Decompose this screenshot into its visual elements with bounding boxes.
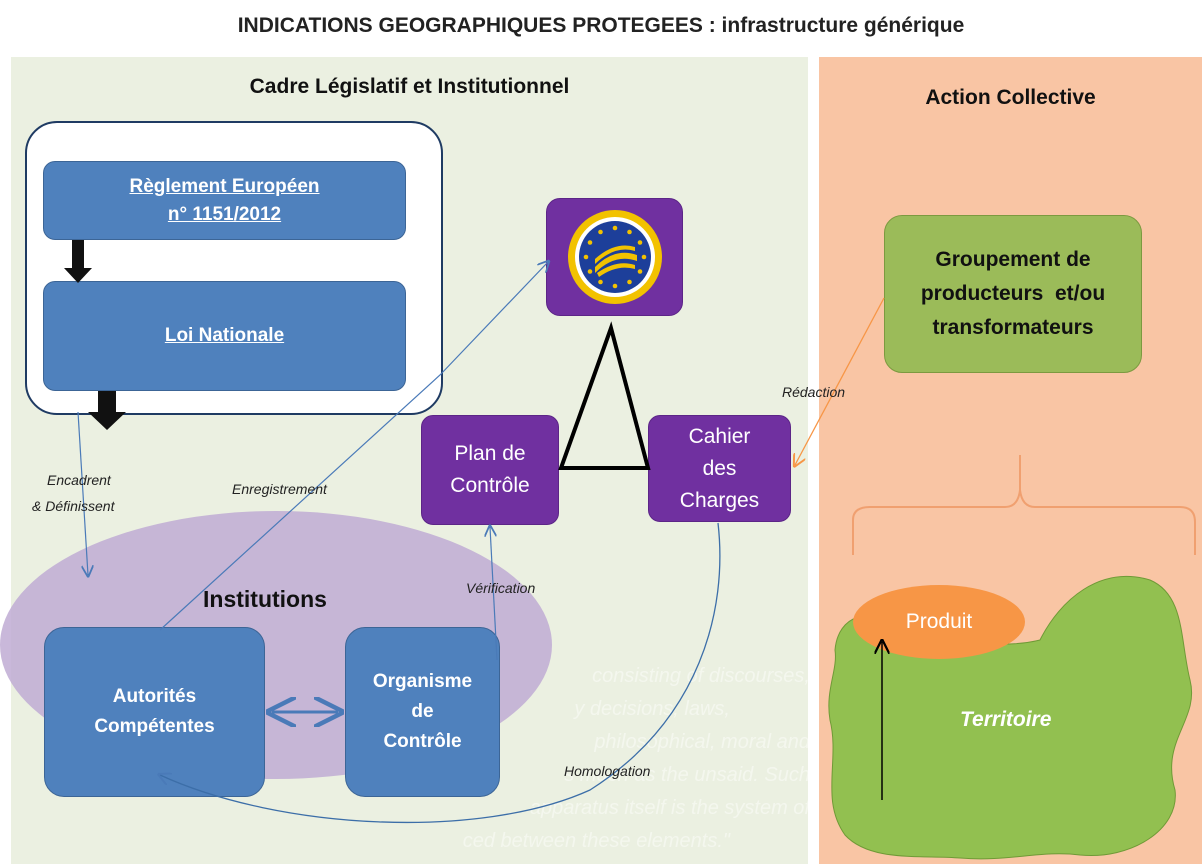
- institutions-label: Institutions: [203, 586, 327, 612]
- plan-line2: Contrôle: [450, 474, 530, 497]
- ghost-line-6: ced between these elements.": [462, 830, 730, 852]
- reglement-number: n° 1151/2012: [167, 203, 282, 225]
- verification-label: Vérification: [466, 580, 536, 596]
- encadrent-line1: Encadrent: [47, 472, 111, 488]
- arrow-encadrent: [77, 411, 88, 575]
- autorites-line2: Compétentes: [94, 716, 215, 737]
- loi-nationale-label: Loi Nationale: [164, 325, 285, 346]
- autorites-competentes-box: Autorités Compétentes: [44, 627, 265, 797]
- groupement-producteurs-box: Groupement de producteurs et/ou transfor…: [884, 215, 1142, 373]
- arrow-loi-down: [88, 391, 126, 430]
- plan-line1: Plan de: [454, 442, 526, 465]
- homologation-label: Homologation: [564, 763, 651, 779]
- control-triangle: [558, 321, 651, 470]
- produit-ellipse: [853, 585, 1025, 659]
- background-quote-text: consisting of discourses, y decisions, l…: [30, 660, 810, 858]
- produit-label: Produit: [905, 610, 973, 633]
- organisme-line3: Contrôle: [383, 731, 462, 752]
- organisme-line2: de: [411, 701, 434, 722]
- ghost-line-1: consisting of discourses,: [592, 665, 810, 687]
- territoire-label: Territoire: [960, 708, 1052, 731]
- redaction-label: Rédaction: [782, 384, 846, 400]
- cahier-line2: des: [702, 456, 737, 480]
- pgi-eu-seal-icon: [567, 210, 662, 304]
- arrow-reglement-to-loi: [64, 240, 92, 283]
- organisme-controle-box: Organisme de Contrôle: [345, 627, 500, 797]
- action-panel-heading: Action Collective: [925, 86, 1096, 109]
- plan-de-controle-box: Plan de Contrôle: [421, 415, 559, 525]
- territoire-brace: [852, 455, 1196, 555]
- cahier-des-charges-box: Cahier des Charges: [648, 415, 791, 522]
- arrow-redaction: [795, 297, 885, 465]
- arrow-homologation: [160, 522, 721, 824]
- ghost-line-2: y decisions, laws,: [574, 698, 730, 720]
- pgi-logo-box: [546, 198, 683, 316]
- diagram-title: INDICATIONS GEOGRAPHIQUES PROTEGEES : in…: [237, 14, 965, 37]
- groupement-line2: producteurs et/ou: [920, 282, 1106, 305]
- groupement-line3: transformateurs: [932, 316, 1094, 339]
- ghost-line-5: apparatus itself is the system of: [529, 797, 810, 819]
- encadrent-label: Encadrent & Définissent: [32, 467, 114, 519]
- reglement-title: Règlement Européen: [129, 175, 320, 197]
- reglement-europeen-box: Règlement Européen n° 1151/2012: [43, 161, 406, 240]
- arrow-enregistrement: [159, 262, 548, 631]
- enregistrement-label: Enregistrement: [232, 481, 327, 497]
- legal-panel-heading: Cadre Législatif et Institutionnel: [249, 75, 570, 98]
- ghost-line-3: philosophical, moral and: [594, 731, 810, 753]
- autorites-line1: Autorités: [112, 686, 197, 707]
- encadrent-line2: & Définissent: [32, 498, 115, 514]
- groupement-line1: Groupement de: [935, 248, 1091, 271]
- arrow-verification: [490, 527, 498, 661]
- loi-nationale-box: Loi Nationale: [43, 281, 406, 391]
- organisme-line1: Organisme: [372, 671, 473, 692]
- ghost-line-4: s much as the unsaid. Such: [564, 764, 810, 786]
- cahier-line3: Charges: [679, 488, 760, 512]
- cahier-line1: Cahier: [688, 424, 751, 448]
